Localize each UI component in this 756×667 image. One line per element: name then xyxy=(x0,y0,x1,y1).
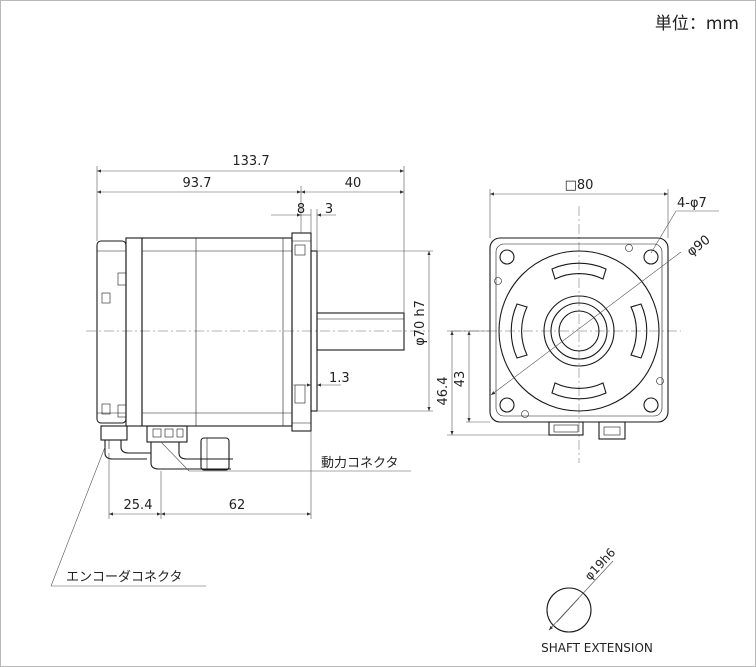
dim-overall-length: 133.7 xyxy=(232,154,269,169)
callouts: 動力コネクタ エンコーダコネクタ xyxy=(50,441,411,587)
motor-body xyxy=(141,237,293,427)
mount-hole-icon xyxy=(643,249,659,265)
rear-cover xyxy=(96,240,127,424)
rear-screw-icon xyxy=(101,292,111,304)
dim-pilot-diameter: φ70 h7 xyxy=(413,300,428,346)
dim-bolt-circle: φ90 xyxy=(684,233,713,260)
shaft-extension: φ19h6 SHAFT EXTENSION xyxy=(541,545,653,655)
unit-label: 単位：mm xyxy=(655,14,739,34)
mount-hole-icon xyxy=(499,249,515,265)
power-connector-label: 動力コネクタ xyxy=(321,456,398,471)
front-view xyxy=(451,206,681,463)
side-dimensions: 133.7 93.7 40 8 3 1.3 φ70 h7 25.4 62 xyxy=(96,154,433,519)
shaft-extension-circle xyxy=(546,587,592,633)
front-dimensions: □80 4-φ7 φ90 46.4 43 xyxy=(436,178,719,436)
dim-shaft-diameter: φ19h6 xyxy=(582,545,618,583)
encoder-section xyxy=(125,237,143,427)
mount-hole-icon xyxy=(499,397,515,413)
slot-right xyxy=(630,303,648,359)
encoder-connector-icon xyxy=(100,425,151,460)
front-power-connector-icon xyxy=(548,421,584,436)
slot-bottom xyxy=(551,382,607,400)
dim-square-size: □80 xyxy=(565,178,594,193)
dim-height-43: 43 xyxy=(453,371,468,388)
dim-mount-holes: 4-φ7 xyxy=(677,196,707,211)
dim-pilot-length: 3 xyxy=(325,202,333,217)
shaft xyxy=(316,312,405,351)
shaft-extension-label: SHAFT EXTENSION xyxy=(541,641,653,655)
front-encoder-connector-icon xyxy=(598,421,626,440)
dim-shaft-length: 40 xyxy=(345,176,362,191)
power-connector-icon xyxy=(146,425,233,471)
pilot-circle xyxy=(543,295,615,367)
mount-hole-icon xyxy=(643,397,659,413)
body-circle xyxy=(498,250,660,412)
shaft-circle xyxy=(558,310,600,352)
dim-power-connector-offset: 62 xyxy=(229,498,246,513)
side-view xyxy=(86,232,429,471)
dim-height-46: 46.4 xyxy=(436,377,451,406)
slot-left xyxy=(510,303,528,359)
dim-encoder-offset: 25.4 xyxy=(124,498,153,513)
dim-body-length: 93.7 xyxy=(183,176,212,191)
encoder-connector-label: エンコーダコネクタ xyxy=(66,570,182,585)
dim-pilot-step: 1.3 xyxy=(329,371,350,386)
rear-screw-icon xyxy=(101,403,111,415)
slot-top xyxy=(551,262,607,280)
dim-flange-thickness: 8 xyxy=(297,202,305,217)
